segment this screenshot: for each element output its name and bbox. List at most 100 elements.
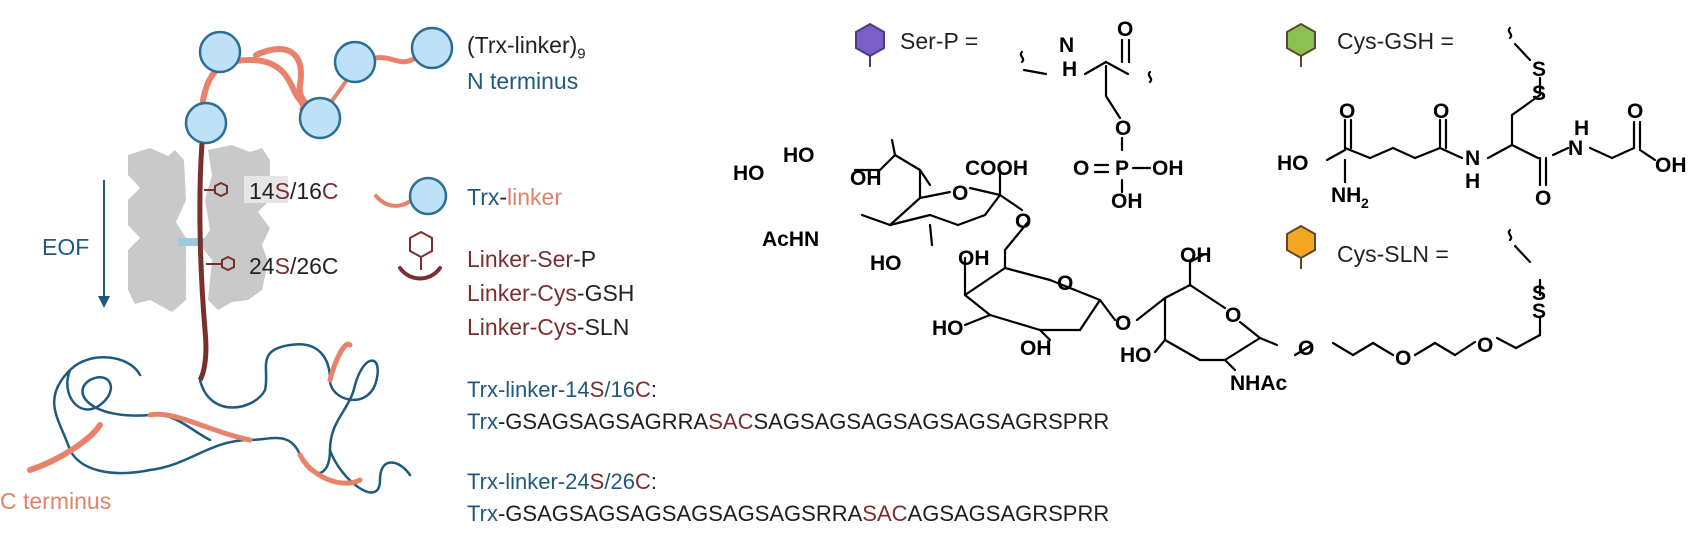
seq-part: Trx: [467, 501, 498, 526]
atom-label-o: O: [1395, 347, 1411, 370]
atom-label-s: S: [1532, 58, 1546, 81]
linker-cys-sln-label: Linker-Cys-SLN: [467, 314, 629, 340]
atom-label-oh: OH: [1152, 157, 1184, 180]
arrow-down-icon: [98, 296, 110, 308]
trx-linker-legend-label: Trx-linker: [467, 184, 562, 210]
label-highlight: [244, 176, 288, 203]
atom-label-nh2: NH: [1331, 184, 1361, 207]
legend-icons: [374, 176, 448, 281]
chemical-bonds: [853, 26, 1657, 372]
seq-part: C: [634, 377, 651, 402]
eof-label: EOF: [42, 234, 90, 260]
legend-part: Linker-Ser: [467, 246, 574, 272]
atom-label-o: O: [1057, 272, 1073, 295]
atom-label-ho: HO: [932, 317, 964, 340]
site-label-part: /16: [289, 178, 322, 204]
hexagon-icon: [221, 255, 235, 272]
atom-label-achn: AcHN: [762, 228, 819, 251]
atom-label-cooh: COOH: [965, 157, 1028, 180]
linker-cys-gsh-label: Linker-Cys-GSH: [467, 280, 634, 306]
trx-bead: [298, 96, 342, 140]
seq-part: SAC: [862, 501, 908, 526]
atom-label-oh: OH: [850, 167, 882, 190]
atom-label-ho: HO: [1120, 344, 1152, 367]
seq-part: S: [589, 469, 605, 494]
atom-label-ho: HO: [1277, 152, 1309, 175]
seq-part: :: [650, 469, 657, 494]
site-24s-26c-label: 24S/26C: [249, 253, 339, 279]
site-markers: [204, 181, 235, 272]
seq-part: S: [589, 377, 605, 402]
atom-label-o: O: [1627, 100, 1643, 123]
trx-bead-icon: [408, 176, 448, 216]
seq2-title: Trx-linker-24S/26C:: [467, 469, 657, 495]
atom-label-h: H: [1465, 170, 1480, 193]
atom-label-oh: OH: [1655, 154, 1687, 177]
seq-part: /26: [604, 469, 635, 494]
legend-part: linker: [507, 184, 562, 210]
seq1-sequence: Trx-GSAGSAGSAGRRASACSAGSAGSAGSAGSAGSAGRS…: [467, 409, 1109, 435]
atom-label-sub2: 2: [1361, 195, 1369, 211]
atom-label-o: O: [1073, 157, 1089, 180]
atom-label-p: P: [1115, 157, 1129, 180]
atom-label-o: O: [1115, 312, 1131, 335]
atom-label-ho: HO: [783, 144, 815, 167]
seq2-sequence: Trx-GSAGSAGSAGSAGSAGSAGSRRASACAGSAGSAGRS…: [467, 501, 1109, 527]
atom-label-s: S: [1532, 300, 1546, 323]
atom-label-n: N: [1059, 34, 1074, 57]
seq-part: SAGSAGSAGSAGSAGSAGRSPRR: [753, 409, 1110, 434]
atom-labels: N H O O O P OH OH S S S S O O O O HO OH …: [733, 18, 1687, 395]
atom-label-oh: OH: [958, 247, 990, 270]
legend-part: Linker-Cys: [467, 314, 577, 340]
seq-part: Trx-linker-24: [467, 469, 590, 494]
legend-part: Trx: [467, 184, 500, 210]
cys-sln-icon: [1286, 224, 1316, 269]
seq1-title: Trx-linker-14S/16C:: [467, 377, 657, 403]
atom-label-oh: OH: [1111, 190, 1143, 213]
atom-label-s: S: [1532, 282, 1546, 305]
trx-linker-9-text: (Trx-linker): [467, 32, 578, 58]
c-terminus-label: C terminus: [0, 488, 112, 514]
site-label-part: /26C: [289, 253, 339, 279]
seq-part: Trx: [467, 409, 498, 434]
trx-bead: [333, 40, 377, 84]
atom-label-n: N: [1465, 147, 1480, 170]
atom-label-ho: HO: [870, 252, 902, 275]
hexagon-icon: [409, 230, 433, 259]
legend-part: -P: [573, 246, 597, 272]
trx-linker-9-label: (Trx-linker)9: [467, 32, 586, 68]
atom-label-o: O: [952, 182, 968, 205]
site-label-part: 24: [249, 253, 275, 279]
seq-part: SAC: [708, 409, 754, 434]
seq-part: -GSAGSAGSAGSAGSAGSAGSRRA: [497, 501, 863, 526]
seq-part: :: [650, 377, 657, 402]
cys-sln-label: Cys-SLN =: [1337, 241, 1449, 267]
legend-part: Linker-Cys: [467, 280, 577, 306]
atom-label-o: O: [1339, 100, 1355, 123]
ser-p-icon: [855, 22, 885, 67]
atom-label-o: O: [1225, 304, 1241, 327]
atom-label-h: H: [1574, 117, 1589, 140]
ser-p-label: Ser-P =: [900, 28, 979, 54]
seq-part: AGSAGSAGRSPRR: [907, 501, 1110, 526]
seq-part: C: [634, 469, 651, 494]
seq-part: -GSAGSAGSAGRRA: [497, 409, 709, 434]
atom-label-s: S: [1532, 82, 1546, 105]
cys-gsh-icon: [1286, 22, 1316, 67]
atom-label-o: O: [1433, 100, 1449, 123]
atom-label-ho: HO: [733, 162, 765, 185]
atom-label-o: O: [1117, 18, 1133, 41]
atom-label-oh: OH: [1180, 244, 1212, 267]
c-terminus-tail: [27, 341, 412, 494]
trx-bead: [410, 26, 454, 70]
linker-ser-p-label: Linker-Ser-P: [467, 246, 596, 272]
trx-bead: [184, 101, 228, 145]
atom-label-o: O: [1535, 187, 1551, 210]
atom-label-n: N: [1568, 137, 1583, 160]
site-label-part: S: [274, 253, 290, 279]
atom-label-o: O: [1477, 334, 1493, 357]
site-label-part: S: [274, 178, 290, 204]
trx-beads: [184, 26, 454, 145]
cys-gsh-label: Cys-GSH =: [1337, 28, 1454, 54]
